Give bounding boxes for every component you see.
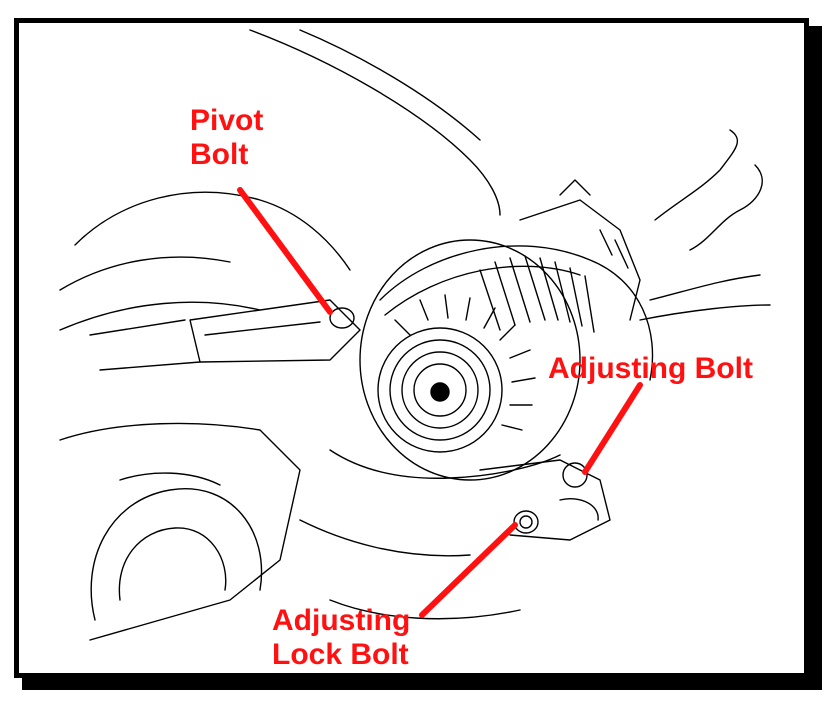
diagram-frame xyxy=(14,18,809,678)
adjusting-lock-bolt-label-line1: Adjusting xyxy=(272,604,411,637)
pivot-bolt-label-line1: Pivot xyxy=(190,104,264,137)
alternator-pulley xyxy=(377,327,503,453)
pivot-bolt-head xyxy=(329,307,355,329)
alternator-body xyxy=(359,239,581,481)
adjusting-bolt-label: Adjusting Bolt xyxy=(548,352,753,386)
pivot-bolt-label: Pivot Bolt xyxy=(190,104,263,172)
bracket-arm xyxy=(189,299,361,363)
engine-cover-outline xyxy=(249,29,501,216)
adjusting-bracket xyxy=(479,459,611,541)
adjusting-lock-bolt-label-line2: Lock Bolt xyxy=(272,638,409,671)
adjusting-bolt-label-text: Adjusting Bolt xyxy=(548,352,753,385)
adjusting-bolt-leader xyxy=(582,382,643,475)
pivot-bolt-leader xyxy=(237,187,333,315)
crank-pulley-outline xyxy=(90,488,263,621)
adjusting-lock-bolt-label: Adjusting Lock Bolt xyxy=(272,604,410,672)
wiring xyxy=(654,129,739,221)
lock-bolt-head xyxy=(513,510,539,534)
pivot-bolt-label-line2: Bolt xyxy=(190,138,249,171)
lock-bolt-leader xyxy=(419,522,518,618)
